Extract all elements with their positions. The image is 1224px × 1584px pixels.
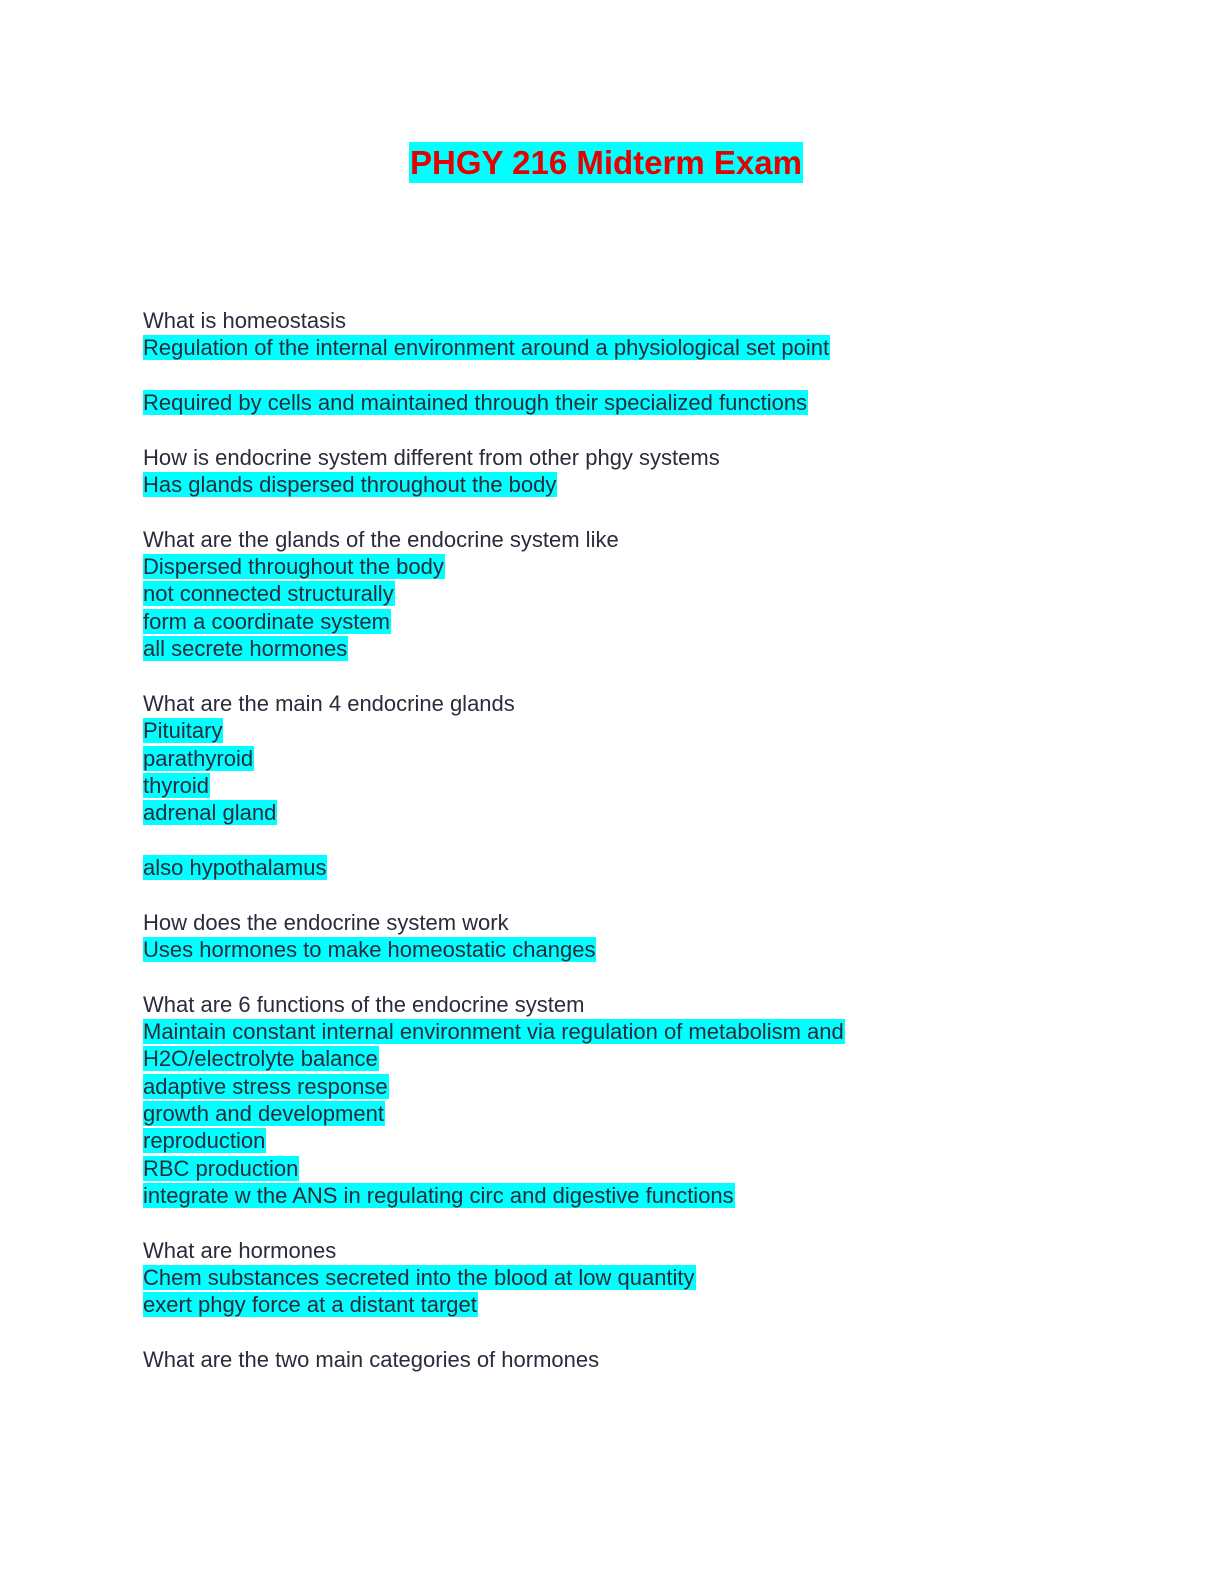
blank-line	[143, 827, 1143, 854]
question-line: How does the endocrine system work	[143, 909, 1143, 936]
answer-line: Maintain constant internal environment v…	[143, 1018, 1143, 1045]
answer-text: Chem substances secreted into the blood …	[143, 1265, 696, 1291]
answer-text: parathyroid	[143, 745, 255, 771]
answer-line: H2O/electrolyte balance	[143, 1045, 1143, 1072]
answer-text: reproduction	[143, 1128, 267, 1154]
answer-line: reproduction	[143, 1127, 1143, 1154]
answer-text: also hypothalamus	[143, 854, 328, 880]
blank-line	[143, 416, 1143, 443]
question-line: What are the two main categories of horm…	[143, 1346, 1143, 1373]
answer-line: parathyroid	[143, 745, 1143, 772]
blank-line	[143, 1209, 1143, 1236]
question-line: What are 6 functions of the endocrine sy…	[143, 991, 1143, 1018]
question-text: What are hormones	[143, 1237, 337, 1263]
answer-text: integrate w the ANS in regulating circ a…	[143, 1183, 735, 1208]
question-line: What are hormones	[143, 1237, 1143, 1264]
answer-text: Has glands dispersed throughout the body	[143, 472, 558, 498]
answer-line: Dispersed throughout the body	[143, 553, 1143, 580]
answer-line: form a coordinate system	[143, 608, 1143, 635]
answer-text: growth and development	[143, 1100, 385, 1126]
answer-line: exert phgy force at a distant target	[143, 1291, 1143, 1318]
answer-line: Uses hormones to make homeostatic change…	[143, 936, 1143, 963]
question-text: What are the main 4 endocrine glands	[143, 690, 515, 716]
answer-text: Required by cells and maintained through…	[143, 390, 809, 416]
question-text: What is homeostasis	[143, 308, 346, 333]
question-text: What are 6 functions of the endocrine sy…	[143, 991, 585, 1017]
answer-line: Required by cells and maintained through…	[143, 389, 1143, 416]
answer-text: adaptive stress response	[143, 1073, 389, 1099]
answer-line: growth and development	[143, 1100, 1143, 1127]
question-line: What is homeostasis	[143, 307, 1143, 334]
answer-text: Uses hormones to make homeostatic change…	[143, 936, 597, 962]
answer-line: Pituitary	[143, 717, 1143, 744]
answer-line: thyroid	[143, 772, 1143, 799]
document-title: PHGY 216 Midterm Exam	[409, 142, 803, 183]
blank-line	[143, 662, 1143, 689]
answer-text: not connected structurally	[143, 581, 395, 607]
answer-line: not connected structurally	[143, 580, 1143, 607]
answer-line: all secrete hormones	[143, 635, 1143, 662]
question-text: What are the glands of the endocrine sys…	[143, 526, 619, 552]
title-container: PHGY 216 Midterm Exam	[0, 142, 1212, 183]
answer-line: Chem substances secreted into the blood …	[143, 1264, 1143, 1291]
answer-text: H2O/electrolyte balance	[143, 1046, 379, 1072]
answer-text: Regulation of the internal environment a…	[143, 335, 831, 361]
answer-line: adaptive stress response	[143, 1073, 1143, 1100]
answer-text: Maintain constant internal environment v…	[143, 1018, 845, 1044]
question-text: What are the two main categories of horm…	[143, 1347, 600, 1373]
blank-line	[143, 881, 1143, 908]
answer-text: thyroid	[143, 772, 211, 798]
answer-line: also hypothalamus	[143, 854, 1143, 881]
blank-line	[143, 362, 1143, 389]
question-text: How is endocrine system different from o…	[143, 444, 720, 470]
answer-text: all secrete hormones	[143, 636, 349, 662]
answer-line: integrate w the ANS in regulating circ a…	[143, 1182, 1143, 1209]
answer-text: RBC production	[143, 1155, 300, 1181]
question-text: How does the endocrine system work	[143, 909, 509, 935]
answer-text: Dispersed throughout the body	[143, 554, 445, 580]
answer-line: Has glands dispersed throughout the body	[143, 471, 1143, 498]
question-line: How is endocrine system different from o…	[143, 444, 1143, 471]
blank-line	[143, 498, 1143, 525]
question-line: What are the main 4 endocrine glands	[143, 690, 1143, 717]
answer-line: RBC production	[143, 1155, 1143, 1182]
answer-text: form a coordinate system	[143, 608, 391, 634]
answer-line: Regulation of the internal environment a…	[143, 334, 1143, 361]
blank-line	[143, 1319, 1143, 1346]
blank-line	[143, 963, 1143, 990]
answer-line: adrenal gland	[143, 799, 1143, 826]
answer-text: adrenal gland	[143, 800, 278, 826]
question-line: What are the glands of the endocrine sys…	[143, 526, 1143, 553]
answer-text: exert phgy force at a distant target	[143, 1292, 478, 1318]
answer-text: Pituitary	[143, 718, 224, 744]
